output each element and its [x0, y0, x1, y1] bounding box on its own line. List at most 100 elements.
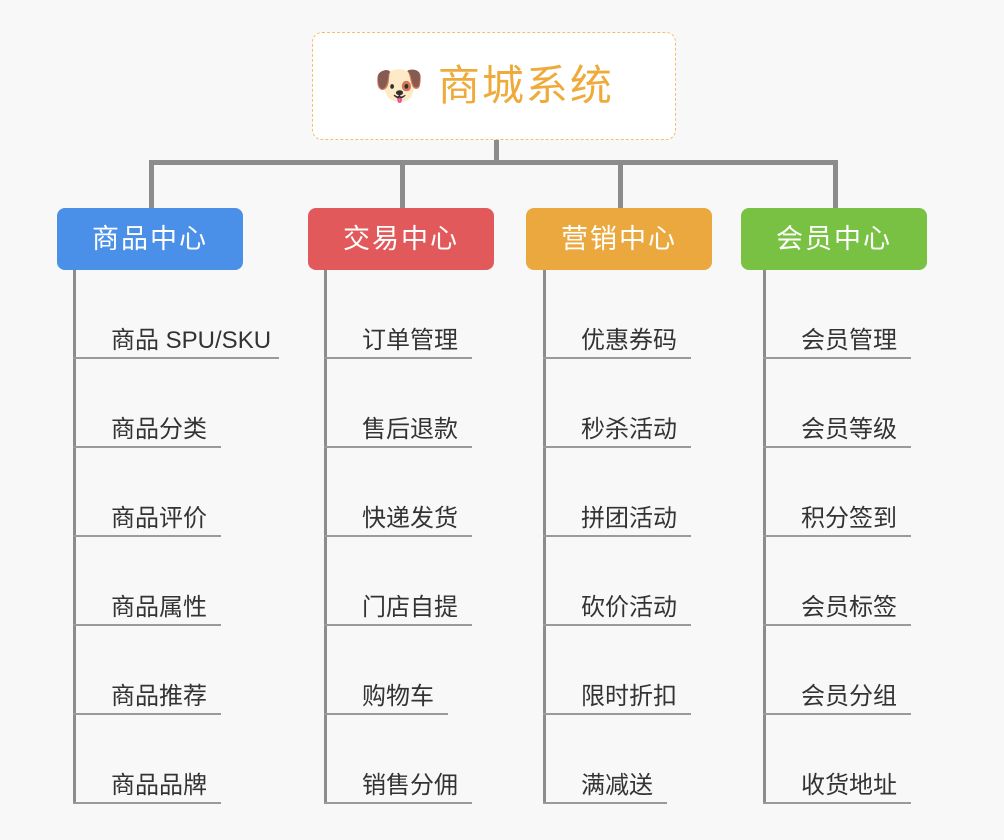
- leaf-spine: [543, 270, 546, 804]
- leaf-label: 会员标签: [801, 594, 897, 621]
- leaf-underline: [324, 446, 472, 448]
- leaf-spine: [73, 270, 76, 804]
- branch-column-2: 交易中心订单管理售后退款快递发货门店自提购物车销售分佣: [308, 208, 494, 804]
- leaf-label: 商品推荐: [111, 683, 207, 710]
- leaf-item[interactable]: 商品评价: [73, 448, 285, 537]
- leaf-item[interactable]: 限时折扣: [543, 626, 712, 715]
- leaf-label: 商品属性: [111, 594, 207, 621]
- leaf-item[interactable]: 销售分佣: [324, 715, 494, 804]
- branch-column-4: 会员中心会员管理会员等级积分签到会员标签会员分组收货地址: [741, 208, 927, 804]
- leaf-spine: [763, 270, 766, 804]
- leaf-underline: [73, 624, 221, 626]
- connector-horizontal-bus: [149, 160, 838, 165]
- connector-drop-1: [149, 160, 154, 208]
- leaf-underline: [543, 802, 667, 804]
- root-title: 商城系统: [437, 62, 614, 109]
- leaf-item[interactable]: 商品分类: [73, 359, 285, 448]
- category-label: 商品中心: [92, 223, 208, 254]
- leaf-item[interactable]: 拼团活动: [543, 448, 712, 537]
- leaf-label: 门店自提: [362, 594, 458, 621]
- leaf-label: 积分签到: [801, 505, 897, 532]
- leaf-underline: [763, 624, 911, 626]
- leaf-underline: [73, 713, 221, 715]
- leaf-underline: [324, 802, 472, 804]
- leaf-underline: [73, 357, 279, 359]
- leaf-label: 砍价活动: [581, 594, 677, 621]
- leaf-underline: [763, 802, 911, 804]
- leaf-list-1: 商品 SPU/SKU 商品分类商品评价商品属性商品推荐商品品牌: [73, 270, 285, 804]
- leaf-underline: [324, 713, 448, 715]
- leaf-underline: [763, 357, 911, 359]
- connector-drop-4: [833, 160, 838, 208]
- leaf-label: 收货地址: [801, 772, 897, 799]
- leaf-label: 满减送: [581, 772, 653, 799]
- leaf-underline: [763, 535, 911, 537]
- leaf-label: 购物车: [362, 683, 434, 710]
- leaf-label: 商品分类: [111, 416, 207, 443]
- leaf-label: 会员等级: [801, 416, 897, 443]
- leaf-item[interactable]: 秒杀活动: [543, 359, 712, 448]
- dog-face-icon: 🐶: [374, 64, 424, 108]
- leaf-label: 限时折扣: [581, 683, 677, 710]
- leaf-item[interactable]: 满减送: [543, 715, 712, 804]
- leaf-underline: [73, 535, 221, 537]
- category-box-1[interactable]: 商品中心: [57, 208, 243, 270]
- leaf-item[interactable]: 商品 SPU/SKU: [73, 270, 285, 359]
- leaf-underline: [543, 535, 691, 537]
- leaf-label: 会员分组: [801, 683, 897, 710]
- root-node[interactable]: 🐶 商城系统: [312, 32, 676, 140]
- leaf-list-4: 会员管理会员等级积分签到会员标签会员分组收货地址: [763, 270, 927, 804]
- branch-column-3: 营销中心优惠券码秒杀活动拼团活动砍价活动限时折扣满减送: [526, 208, 712, 804]
- leaf-item[interactable]: 快递发货: [324, 448, 494, 537]
- leaf-spine: [324, 270, 327, 804]
- leaf-item[interactable]: 订单管理: [324, 270, 494, 359]
- category-label: 交易中心: [343, 223, 459, 254]
- category-box-3[interactable]: 营销中心: [526, 208, 712, 270]
- leaf-label: 快递发货: [362, 505, 458, 532]
- connector-root-stem: [494, 140, 499, 162]
- leaf-underline: [324, 535, 472, 537]
- leaf-label: 销售分佣: [362, 772, 458, 799]
- leaf-label: 售后退款: [362, 416, 458, 443]
- leaf-item[interactable]: 商品品牌: [73, 715, 285, 804]
- leaf-item[interactable]: 购物车: [324, 626, 494, 715]
- leaf-label: 商品 SPU/SKU: [111, 327, 272, 354]
- leaf-item[interactable]: 收货地址: [763, 715, 927, 804]
- leaf-item[interactable]: 商品属性: [73, 537, 285, 626]
- leaf-label: 订单管理: [362, 327, 458, 354]
- leaf-underline: [324, 357, 472, 359]
- leaf-item[interactable]: 售后退款: [324, 359, 494, 448]
- leaf-item[interactable]: 门店自提: [324, 537, 494, 626]
- leaf-underline: [543, 713, 691, 715]
- category-box-2[interactable]: 交易中心: [308, 208, 494, 270]
- leaf-label: 商品品牌: [111, 772, 207, 799]
- connector-drop-2: [400, 160, 405, 208]
- leaf-underline: [543, 357, 691, 359]
- leaf-item[interactable]: 会员标签: [763, 537, 927, 626]
- leaf-underline: [543, 446, 691, 448]
- leaf-label: 拼团活动: [581, 505, 677, 532]
- leaf-item[interactable]: 优惠券码: [543, 270, 712, 359]
- category-label: 营销中心: [561, 223, 677, 254]
- leaf-item[interactable]: 砍价活动: [543, 537, 712, 626]
- leaf-item[interactable]: 会员等级: [763, 359, 927, 448]
- leaf-item[interactable]: 积分签到: [763, 448, 927, 537]
- leaf-list-2: 订单管理售后退款快递发货门店自提购物车销售分佣: [324, 270, 494, 804]
- leaf-list-3: 优惠券码秒杀活动拼团活动砍价活动限时折扣满减送: [543, 270, 712, 804]
- leaf-label: 秒杀活动: [581, 416, 677, 443]
- leaf-label: 优惠券码: [581, 327, 677, 354]
- leaf-underline: [73, 802, 221, 804]
- leaf-item[interactable]: 会员分组: [763, 626, 927, 715]
- leaf-item[interactable]: 会员管理: [763, 270, 927, 359]
- leaf-underline: [763, 713, 911, 715]
- leaf-underline: [73, 446, 221, 448]
- leaf-label: 商品评价: [111, 505, 207, 532]
- category-box-4[interactable]: 会员中心: [741, 208, 927, 270]
- category-label: 会员中心: [776, 223, 892, 254]
- leaf-underline: [763, 446, 911, 448]
- leaf-underline: [324, 624, 472, 626]
- leaf-item[interactable]: 商品推荐: [73, 626, 285, 715]
- connector-drop-3: [618, 160, 623, 208]
- leaf-label: 会员管理: [801, 327, 897, 354]
